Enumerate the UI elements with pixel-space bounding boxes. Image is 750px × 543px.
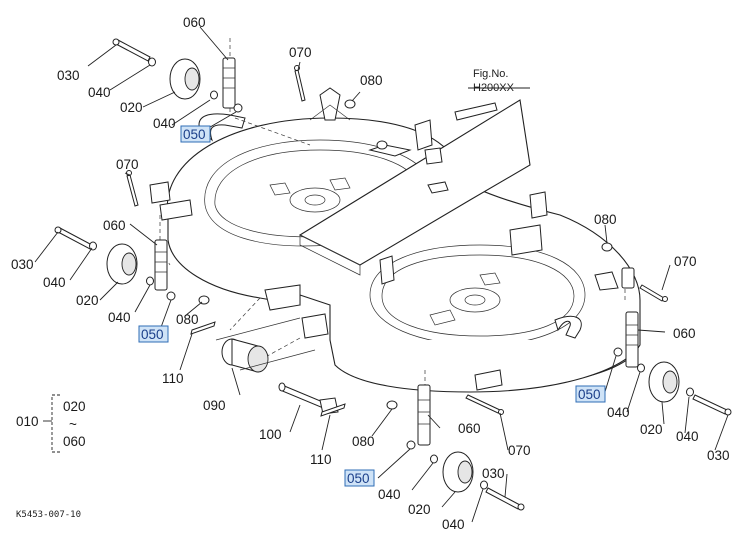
label-030-bottom[interactable]: 030 xyxy=(482,466,505,481)
label-070-left[interactable]: 070 xyxy=(116,157,139,172)
highlight-050-left xyxy=(138,325,169,343)
label-110-bottom[interactable]: 110 xyxy=(310,452,332,467)
highlight-050-right xyxy=(575,385,606,403)
label-060-left[interactable]: 060 xyxy=(103,218,126,233)
wheel-assembly-left xyxy=(54,226,176,301)
drawing-code: K5453-007-10 xyxy=(16,510,81,520)
highlight-050-top-left xyxy=(180,125,211,143)
label-070-right[interactable]: 070 xyxy=(674,254,697,269)
label-090[interactable]: 090 xyxy=(203,398,226,413)
fig-no-label: Fig.No. xyxy=(473,68,508,80)
label-040-top-left-a[interactable]: 040 xyxy=(88,85,111,100)
label-030-left[interactable]: 030 xyxy=(11,257,34,272)
label-080-bottom[interactable]: 080 xyxy=(352,434,375,449)
misc-parts xyxy=(126,65,668,417)
label-020-right[interactable]: 020 xyxy=(640,422,663,437)
label-040-bottom-b[interactable]: 040 xyxy=(442,517,465,532)
label-040-left-b[interactable]: 040 xyxy=(108,310,131,325)
label-020-bottom[interactable]: 020 xyxy=(408,502,431,517)
label-020-left[interactable]: 020 xyxy=(76,293,99,308)
label-060-bottom[interactable]: 060 xyxy=(458,421,481,436)
legend-range-separator: ~ xyxy=(69,417,77,432)
label-040-bottom-a[interactable]: 040 xyxy=(378,487,401,502)
label-030-top-left[interactable]: 030 xyxy=(57,68,80,83)
label-070-bottom[interactable]: 070 xyxy=(508,443,531,458)
label-110-left[interactable]: 110 xyxy=(162,371,184,386)
label-040-top-left-b[interactable]: 040 xyxy=(153,116,176,131)
label-030-right[interactable]: 030 xyxy=(707,448,730,463)
assembly-legend: 010 020 ~ 060 xyxy=(16,394,86,453)
wheel-assembly-top-left xyxy=(112,38,243,113)
wheel-assembly-bottom xyxy=(406,384,525,511)
label-040-left-a[interactable]: 040 xyxy=(43,275,66,290)
legend-range-to: 060 xyxy=(63,434,86,449)
label-040-right-a[interactable]: 040 xyxy=(607,405,630,420)
leader-lines xyxy=(34,26,729,523)
label-050-left[interactable]: 050 xyxy=(141,327,164,342)
label-100[interactable]: 100 xyxy=(259,427,282,442)
label-050-top-left[interactable]: 050 xyxy=(183,127,206,142)
label-040-right-b[interactable]: 040 xyxy=(676,429,699,444)
legend-assembly-number[interactable]: 010 xyxy=(16,414,39,429)
label-020-top-left[interactable]: 020 xyxy=(120,100,143,115)
wheel-assembly-right xyxy=(613,311,732,416)
mower-deck xyxy=(149,38,641,395)
label-060-right[interactable]: 060 xyxy=(673,326,696,341)
label-050-right[interactable]: 050 xyxy=(578,387,601,402)
label-080-top[interactable]: 080 xyxy=(360,73,383,88)
label-080-left[interactable]: 080 xyxy=(176,312,199,327)
label-070-top[interactable]: 070 xyxy=(289,45,312,60)
label-050-bottom[interactable]: 050 xyxy=(347,471,370,486)
part-labels: 060 030 040 020 040 050 070 080 070 060 … xyxy=(11,15,730,532)
figure-number: Fig.No. H200XX xyxy=(473,68,515,94)
fig-no-value: H200XX xyxy=(473,82,515,94)
highlight-050-bottom xyxy=(344,469,375,487)
label-060-top-left[interactable]: 060 xyxy=(183,15,206,30)
legend-range-from: 020 xyxy=(63,399,86,414)
label-080-right[interactable]: 080 xyxy=(594,212,617,227)
